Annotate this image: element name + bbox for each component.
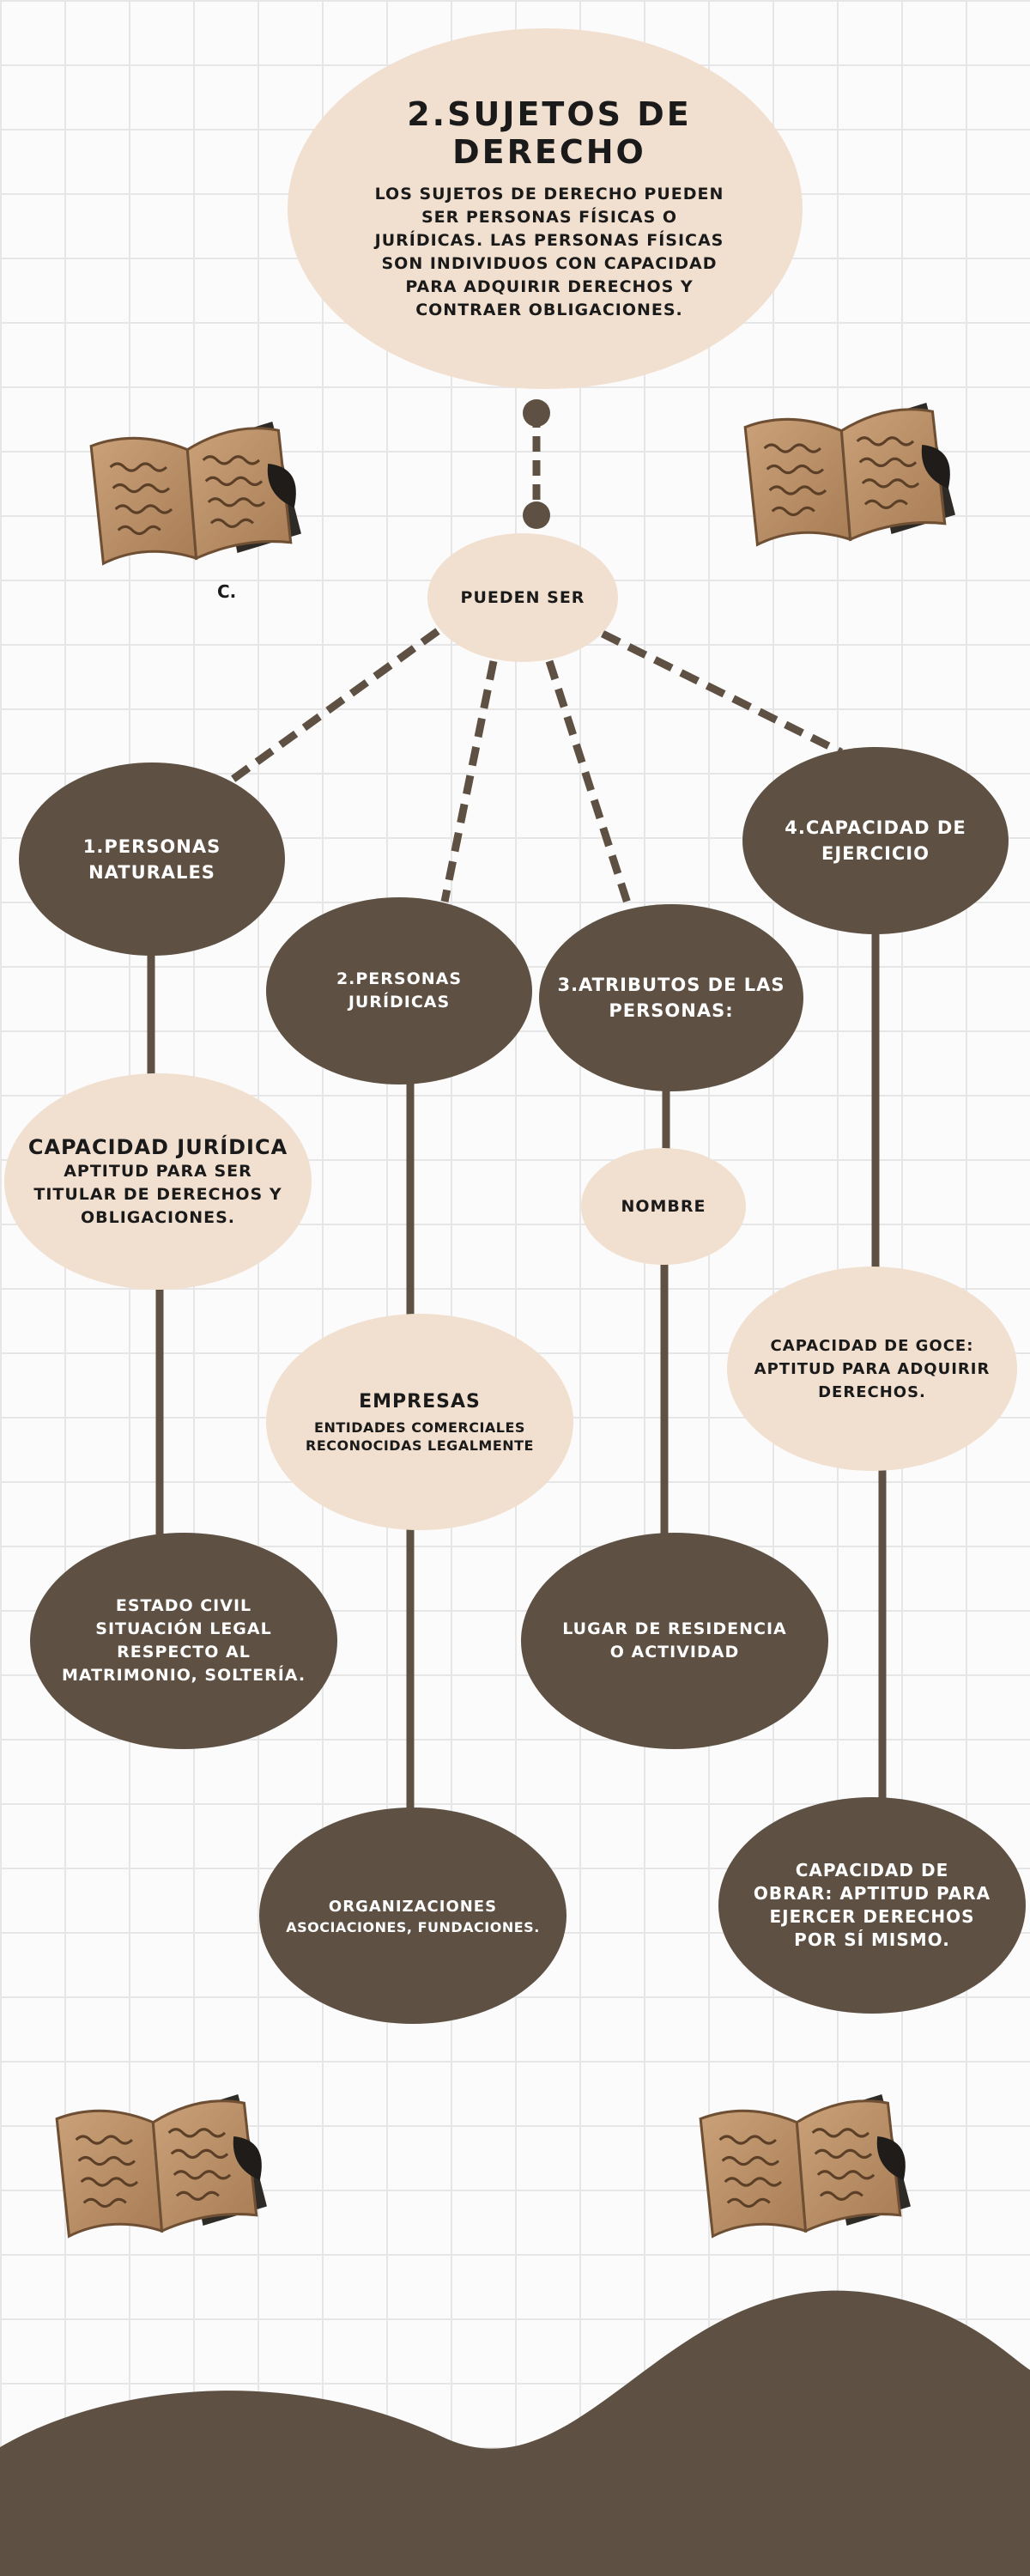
- stray-label: C.: [217, 581, 237, 602]
- hub-pueden-ser: PUEDEN SER: [427, 533, 618, 662]
- connector-hub-capacidad: [600, 629, 844, 756]
- branch-personas-naturales: 1.PERSONAS NATURALES: [19, 762, 285, 956]
- node-text: APTITUD PARA SER TITULAR DE DERECHOS Y O…: [33, 1161, 282, 1227]
- open-book-icon: [55, 2094, 267, 2239]
- connector-hub-juridicas: [440, 660, 498, 902]
- node-organizaciones: ORGANIZACIONES ASOCIACIONES, FUNDACIONES…: [259, 1807, 566, 2024]
- hub-label: PUEDEN SER: [460, 587, 585, 607]
- branch-capacidad-ejercicio: 4.CAPACIDAD DE EJERCICIO: [742, 747, 1009, 934]
- node-title: ESTADO CIVIL: [115, 1596, 252, 1615]
- node-capacidad-goce: CAPACIDAD DE GOCE: APTITUD PARA ADQUIRIR…: [727, 1267, 1017, 1471]
- connector-dot-top: [523, 399, 550, 427]
- node-text: ENTIDADES COMERCIALES RECONOCIDAS LEGALM…: [306, 1419, 534, 1454]
- branch-atributos: 3.ATRIBUTOS DE LAS PERSONAS:: [539, 904, 803, 1091]
- node-nombre: NOMBRE: [581, 1148, 746, 1265]
- connector-dot-bottom: [523, 501, 550, 529]
- node-text: SITUACIÓN LEGAL RESPECTO AL MATRIMONIO, …: [61, 1619, 306, 1685]
- open-book-icon: [699, 2094, 911, 2239]
- title-bubble: 2.SUJETOS DE DERECHO LOS SUJETOS DE DERE…: [288, 28, 803, 389]
- node-title: LUGAR DE RESIDENCIA O ACTIVIDAD: [562, 1619, 787, 1662]
- branch-label: 4.CAPACIDAD DE EJERCICIO: [785, 817, 966, 864]
- open-book-icon: [89, 422, 301, 566]
- node-estado-civil: ESTADO CIVIL SITUACIÓN LEGAL RESPECTO AL…: [30, 1533, 337, 1749]
- node-title: NOMBRE: [621, 1196, 706, 1216]
- node-lugar-residencia: LUGAR DE RESIDENCIA O ACTIVIDAD: [521, 1533, 828, 1749]
- branch-label: 1.PERSONAS NATURALES: [82, 835, 221, 883]
- node-empresas: EMPRESAS ENTIDADES COMERCIALES RECONOCID…: [266, 1314, 573, 1530]
- node-capacidad-obrar: CAPACIDAD DE OBRAR: APTITUD PARA EJERCER…: [718, 1797, 1026, 2014]
- page-title: 2.SUJETOS DE DERECHO: [407, 95, 692, 171]
- node-title: ORGANIZACIONES: [328, 1898, 498, 1916]
- connector-hub-naturales: [225, 628, 440, 787]
- branch-label: 2.PERSONAS JURÍDICAS: [336, 969, 463, 1012]
- node-title: CAPACIDAD DE GOCE: APTITUD PARA ADQUIRIR…: [754, 1336, 991, 1401]
- node-title: EMPRESAS: [359, 1391, 481, 1413]
- node-title: CAPACIDAD JURÍDICA: [27, 1134, 288, 1159]
- node-text: ASOCIACIONES, FUNDACIONES.: [286, 1919, 540, 1935]
- branch-personas-juridicas: 2.PERSONAS JURÍDICAS: [266, 897, 532, 1084]
- node-capacidad-juridica: CAPACIDAD JURÍDICA APTITUD PARA SER TITU…: [4, 1073, 312, 1290]
- branch-label: 3.ATRIBUTOS DE LAS PERSONAS:: [557, 975, 785, 1021]
- node-title: CAPACIDAD DE OBRAR: APTITUD PARA EJERCER…: [753, 1860, 991, 1950]
- title-description: LOS SUJETOS DE DERECHO PUEDEN SER PERSON…: [374, 185, 724, 319]
- connector-hub-atributos: [545, 659, 633, 910]
- open-book-icon: [743, 403, 955, 547]
- bottom-wave: [0, 2290, 1030, 2576]
